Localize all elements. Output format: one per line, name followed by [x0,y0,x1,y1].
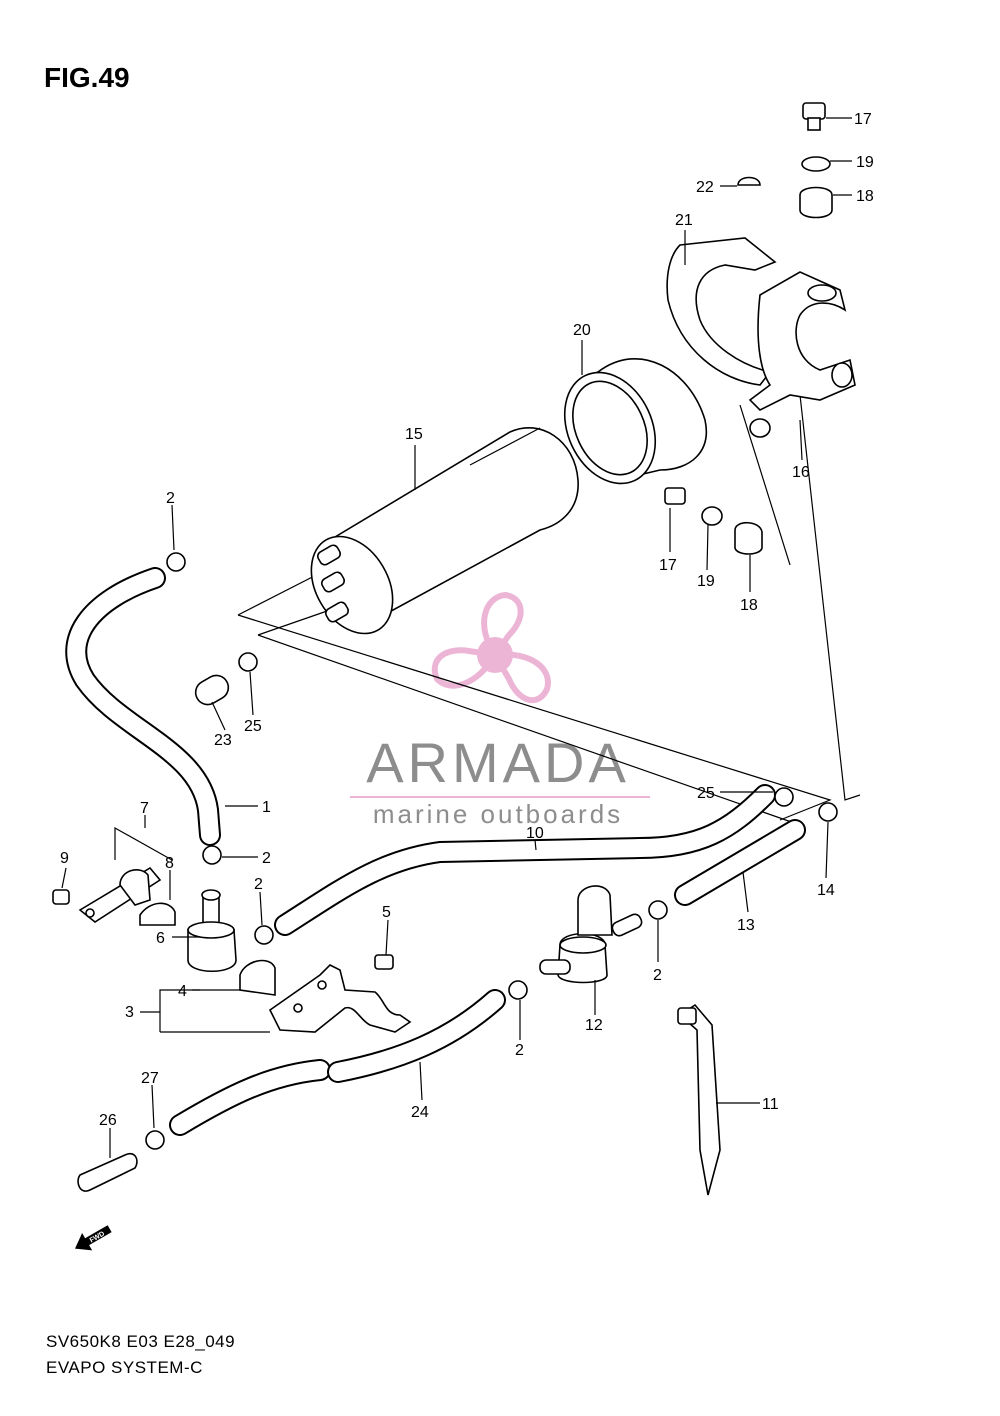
callout-14: 14 [817,882,835,899]
callout-11: 11 [762,1096,779,1113]
callout-2c: 2 [254,876,263,893]
propeller-icon [431,591,551,704]
canister-nipples [317,544,349,623]
callout-16: 16 [792,464,810,481]
callout-26: 26 [99,1112,117,1129]
callout-2a: 2 [166,490,175,507]
callout-12: 12 [585,1017,603,1034]
callout-27: 27 [141,1070,159,1087]
canister [310,427,579,635]
callout-15: 15 [405,426,423,443]
callout-8: 8 [165,855,174,872]
callout-2d: 2 [653,967,662,984]
assembly-outline [237,349,861,826]
watermark-brand: ARMADA [366,731,630,794]
callout-18: 18 [856,188,874,205]
callout-19: 19 [856,154,874,171]
figure-title: FIG.49 [44,62,130,93]
callout-2e: 2 [515,1042,524,1059]
callout-2b: 2 [262,850,271,867]
hose-1 [65,567,221,846]
callout-6: 6 [156,930,165,947]
hose-24 [169,989,506,1136]
footer-name: EVAPO SYSTEM-C [46,1358,203,1377]
hose-13 [674,819,806,906]
bracket-3 [239,959,412,1033]
callout-20: 20 [573,322,591,339]
callout-5: 5 [382,904,391,921]
hose-clamps [145,552,838,1150]
callout-7: 7 [140,800,149,817]
valve-6 [187,889,237,972]
callout-23: 23 [214,732,232,749]
callout-10: 10 [526,825,544,842]
callout-25a: 25 [244,718,262,735]
callout-13: 13 [737,917,755,934]
callout-18b: 18 [740,597,758,614]
fwd-arrow: FWD [75,1225,112,1251]
hose-23 [194,674,230,706]
valve-12 [539,885,643,984]
callout-17b: 17 [659,557,677,574]
cable-tie-11 [677,1003,721,1196]
fitting-26 [77,1152,138,1192]
callout-9: 9 [60,850,69,867]
callout-17: 17 [854,111,872,128]
leader-lines [61,117,852,1158]
callout-21: 21 [675,212,693,229]
watermark-logo: ARMADA marine outboards [350,591,650,829]
callout-4: 4 [178,983,187,1000]
fwd-label: FWD [89,1230,106,1244]
callout-24: 24 [411,1104,429,1121]
callout-labels: 17 19 18 22 21 20 15 16 17 19 18 2 23 25… [60,111,874,1129]
watermark-tagline: marine outboards [373,799,623,829]
callout-1: 1 [262,799,271,816]
clamp-bracket [78,866,176,926]
hose-10 [274,784,776,936]
callout-22: 22 [696,179,714,196]
callout-19b: 19 [697,573,715,590]
callout-25b: 25 [697,785,715,802]
footer-code: SV650K8 E03 E28_049 [46,1332,236,1351]
fasteners [52,102,833,970]
canister-bracket [666,237,856,438]
canister-cushion [563,358,708,485]
callout-3: 3 [125,1004,134,1021]
